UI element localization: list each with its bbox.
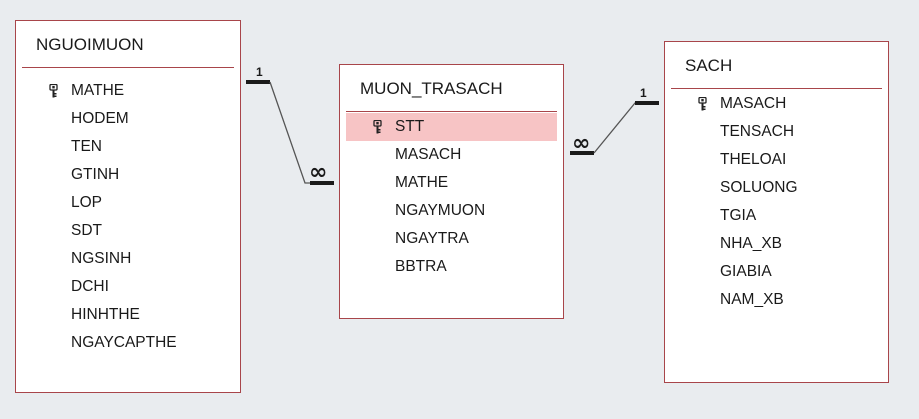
field-name: HINHTHE [71,306,140,323]
relationship-nguoimuon-muon[interactable]: 1 ∞ [246,65,334,185]
field-name: TENSACH [720,123,795,140]
field-name: HODEM [71,110,129,127]
field-row[interactable]: MATHE [346,169,557,197]
field-row[interactable]: NGAYMUON [346,197,557,225]
field-row[interactable]: NAM_XB [671,286,882,314]
field-row[interactable]: SDT [22,217,234,245]
table-divider [671,88,882,89]
field-name: THELOAI [720,151,787,168]
field-name: NGSINH [71,250,132,267]
field-name: STT [395,118,425,135]
field-name: MATHE [395,174,449,191]
relationship-one-label: 1 [256,65,263,79]
field-row[interactable]: TGIA [671,202,882,230]
table-sach[interactable]: SACH MASACH TENSACH THELOAI SOLUONG TGIA NHA_… [664,41,889,383]
field-row[interactable]: GIABIA [671,258,882,286]
field-row[interactable]: NGAYCAPTHE [22,329,234,357]
field-name: NAM_XB [720,291,784,308]
field-list: MATHE HODEM TEN GTINH LOP SDT NGSINH DCHI HINHTH… [22,77,234,357]
field-row[interactable]: SOLUONG [671,174,882,202]
field-list: STT MASACH MATHE NGAYMUON NGAYTRA BBTRA [346,113,557,281]
field-name: MASACH [395,146,462,163]
field-name: GIABIA [720,263,772,280]
table-title[interactable]: MUON_TRASACH [360,79,503,98]
relationship-sach-muon[interactable]: 1 ∞ [570,86,659,156]
field-row[interactable]: DCHI [22,273,234,301]
key-icon [698,97,707,111]
field-row[interactable]: MASACH [346,141,557,169]
field-name: NHA_XB [720,235,783,252]
table-divider [22,67,234,68]
table-nguoimuon[interactable]: NGUOIMUON MATHE HODEM TEN GTINH LOP SDT NGSINH… [15,20,241,393]
field-name: NGAYTRA [395,230,469,247]
field-row[interactable]: TENSACH [671,118,882,146]
table-title[interactable]: SACH [685,56,733,75]
field-row[interactable]: TEN [22,133,234,161]
field-row[interactable]: HODEM [22,105,234,133]
field-row[interactable]: MASACH [671,90,882,118]
table-divider [346,111,557,112]
field-name: TGIA [720,207,757,224]
field-list: MASACH TENSACH THELOAI SOLUONG TGIA NHA_XB GIA… [671,90,882,314]
relationship-many-label: ∞ [572,131,590,156]
field-row[interactable]: GTINH [22,161,234,189]
key-icon [373,120,382,134]
field-row[interactable]: MATHE [22,77,234,105]
field-name: LOP [71,194,103,211]
field-row[interactable]: NGAYTRA [346,225,557,253]
field-row[interactable]: NGSINH [22,245,234,273]
field-row[interactable]: BBTRA [346,253,557,281]
table-muon-trasach[interactable]: MUON_TRASACH STT MASACH MATHE NGAYMUON NGAYT… [339,64,564,319]
field-row[interactable]: THELOAI [671,146,882,174]
field-name: BBTRA [395,258,447,275]
field-name: MATHE [71,82,125,99]
field-name: NGAYCAPTHE [71,334,177,351]
key-icon [49,84,58,98]
field-name: DCHI [71,278,109,295]
field-name: NGAYMUON [395,202,486,219]
relationship-many-label: ∞ [309,160,327,185]
field-row[interactable]: STT [346,113,557,141]
field-name: TEN [71,138,102,155]
field-row[interactable]: NHA_XB [671,230,882,258]
field-name: SOLUONG [720,179,798,196]
field-name: SDT [71,222,102,239]
field-name: GTINH [71,166,120,183]
field-row[interactable]: HINHTHE [22,301,234,329]
relationship-one-label: 1 [640,86,647,100]
field-name: MASACH [720,95,787,112]
field-row[interactable]: LOP [22,189,234,217]
table-title[interactable]: NGUOIMUON [36,35,144,54]
